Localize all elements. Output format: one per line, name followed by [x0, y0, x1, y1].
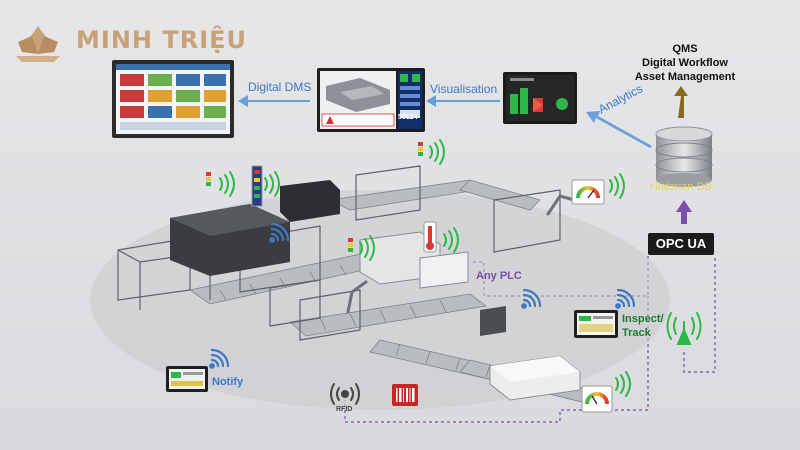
database-icon: [655, 126, 713, 187]
wifi-icon: [609, 173, 625, 199]
gauge-icon: [581, 385, 613, 413]
qms-label: QMS Digital Workflow Asset Management: [610, 42, 760, 84]
dms-dashboard-screen: [112, 60, 234, 138]
digital-dms-label: Digital DMS: [248, 80, 312, 94]
gauge-icon: [571, 179, 605, 205]
any-plc-label: Any PLC: [476, 270, 522, 282]
antenna-icon: [666, 312, 702, 345]
wifi-icon: [209, 348, 230, 369]
wifi-icon: [615, 288, 636, 309]
analytics-screen: [503, 72, 577, 124]
wifi-icon: [443, 227, 459, 253]
panel-serial: 50124: [398, 114, 418, 121]
digital-workflow-line: Digital Workflow: [642, 57, 728, 69]
inspect-track-label: Inspect/ Track: [622, 313, 664, 339]
wifi-icon: [269, 222, 290, 243]
visualisation-label: Visualisation: [430, 82, 498, 96]
brand-name: MINH TRIỆU: [76, 26, 248, 54]
rfid-label: RFID: [336, 406, 353, 413]
barcode-icon: [392, 384, 418, 406]
brand-logo-icon: [16, 26, 60, 62]
stack-light-icon: [418, 142, 423, 156]
historian-db-label: Historian DB: [650, 181, 712, 193]
machine-blocks: [170, 180, 581, 401]
stack-light-icon: [348, 238, 353, 252]
asset-management-line: Asset Management: [634, 71, 736, 83]
wifi-icon: [359, 235, 375, 261]
level-meter-icon: [251, 165, 263, 207]
stack-light-icon: [206, 172, 211, 186]
qms-line: QMS: [672, 43, 698, 55]
thermometer-icon: [423, 221, 437, 253]
arrow-icon: [238, 95, 652, 148]
robot-arm-icon: [346, 194, 576, 314]
arrow-icon: [674, 86, 688, 118]
tablet-icon: [574, 310, 618, 338]
wifi-icon: [429, 139, 445, 165]
wifi-icon: [615, 371, 631, 397]
wifi-icon: [219, 171, 235, 197]
arrow-icon: [676, 200, 692, 224]
conveyor-rollers: [219, 264, 491, 378]
notify-label: Notify: [212, 376, 244, 388]
opc-ua-badge: OPC UA: [648, 233, 714, 255]
tablet-icon: [166, 366, 208, 392]
rfid-icon: [330, 383, 360, 405]
wifi-icon: [521, 288, 542, 309]
visualisation-screen: [317, 68, 425, 132]
wifi-icon: [264, 171, 280, 197]
